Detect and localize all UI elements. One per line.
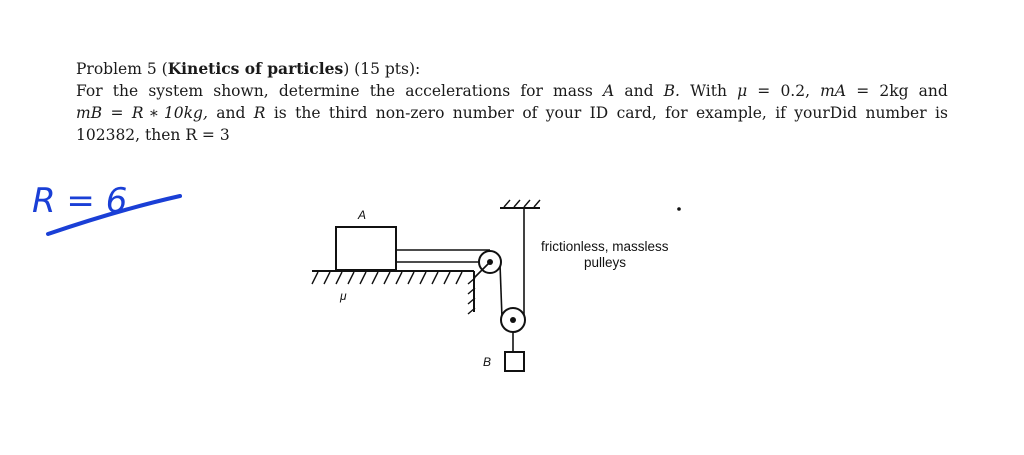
word: shown, (213, 82, 269, 100)
word: 2kg (879, 82, 909, 100)
stray-dot (677, 207, 681, 211)
word: and (216, 104, 246, 122)
word: B. (663, 82, 680, 100)
word: 0.2, (780, 82, 811, 100)
rope-down-left (499, 263, 503, 319)
word: example, (696, 104, 767, 122)
label-block-b: B (483, 355, 491, 369)
word: R (253, 104, 266, 122)
ground-surface (311, 270, 476, 315)
word: yourDid (794, 104, 858, 122)
word: for (665, 104, 688, 122)
word: mass (553, 82, 593, 100)
word: R ∗ 10kg, (131, 104, 208, 122)
word: With (690, 82, 727, 100)
problem-line-2: For the system shown, determine the acce… (76, 80, 948, 102)
label-friction-coefficient: μ (339, 289, 347, 303)
word: system (148, 82, 204, 100)
corner-pulley (473, 250, 502, 279)
ceiling-support (500, 199, 541, 209)
word: and (918, 82, 948, 100)
word: non-zero (375, 104, 445, 122)
word: accelerations (405, 82, 511, 100)
word: of (522, 104, 538, 122)
problem-title-line: Problem 5 (Kinetics of particles) (15 pt… (76, 58, 948, 80)
word: mA (820, 82, 847, 100)
word: and (624, 82, 654, 100)
word: is (935, 104, 948, 122)
moving-pulley-axle (510, 317, 516, 323)
word: = (110, 104, 124, 122)
word: = (757, 82, 771, 100)
wall-hatching (467, 277, 476, 315)
word: the (369, 82, 396, 100)
corner-pulley-bracket (473, 261, 491, 279)
word: determine (278, 82, 360, 100)
ceiling-hatching (503, 199, 541, 208)
word: A (603, 82, 615, 100)
title-suffix: ) (15 pts): (343, 60, 421, 78)
caption-line-2: pulleys (584, 255, 626, 270)
floor-hatching (311, 271, 463, 285)
word: number (865, 104, 927, 122)
word: is (273, 104, 287, 122)
word: the (112, 82, 139, 100)
word: μ (737, 82, 748, 100)
title-prefix: Problem 5 ( (76, 60, 168, 78)
word: card, (616, 104, 657, 122)
label-block-a: A (357, 208, 366, 222)
problem-topic: Kinetics of particles (167, 59, 344, 78)
word: your (545, 104, 582, 122)
block-b (504, 351, 525, 372)
word: third (328, 104, 368, 122)
handwritten-underline (46, 194, 182, 236)
moving-pulley (500, 307, 526, 352)
word: for (520, 82, 543, 100)
handwritten-annotation: R = 6 (32, 181, 182, 236)
word: number (452, 104, 514, 122)
word: if (775, 104, 786, 122)
problem-statement: Problem 5 (Kinetics of particles) (15 pt… (76, 58, 948, 146)
block-a (335, 226, 397, 271)
rope (396, 208, 525, 319)
caption-line-1: frictionless, massless (541, 239, 669, 254)
word: mB (76, 104, 103, 122)
problem-line-3: mB = R ∗ 10kg, and R is the third non-ze… (76, 102, 948, 124)
word: For (76, 82, 103, 100)
problem-line-4: 102382, then R = 3 (76, 126, 230, 144)
word: ID (589, 104, 609, 122)
word: = (856, 82, 870, 100)
word: the (295, 104, 321, 122)
